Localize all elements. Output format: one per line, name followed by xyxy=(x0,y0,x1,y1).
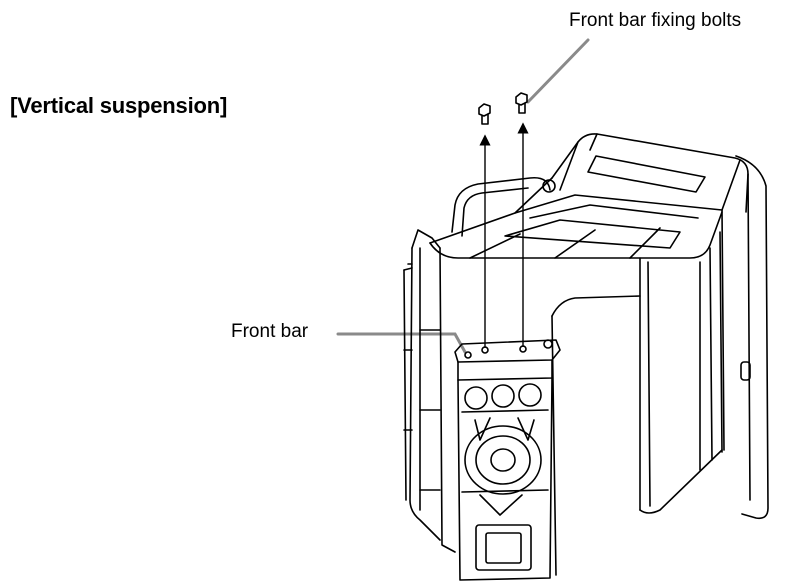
rear-housing xyxy=(551,133,769,520)
fixing-bolt-right xyxy=(515,92,528,114)
label-front-bar-fixing-bolts: Front bar fixing bolts xyxy=(569,10,742,31)
front-bar xyxy=(454,339,561,381)
bolt-arrows xyxy=(479,122,529,348)
top-panel xyxy=(429,177,723,259)
label-front-bar: Front bar xyxy=(231,321,309,342)
handle xyxy=(451,176,556,237)
leader-bolts xyxy=(526,38,590,104)
leader-lines xyxy=(336,38,590,354)
fixing-bolt-left xyxy=(478,103,491,125)
speaker-drivers xyxy=(457,377,553,581)
leader-front-bar xyxy=(336,332,467,354)
section-heading: [Vertical suspension] xyxy=(10,93,228,118)
front-body xyxy=(403,229,723,576)
